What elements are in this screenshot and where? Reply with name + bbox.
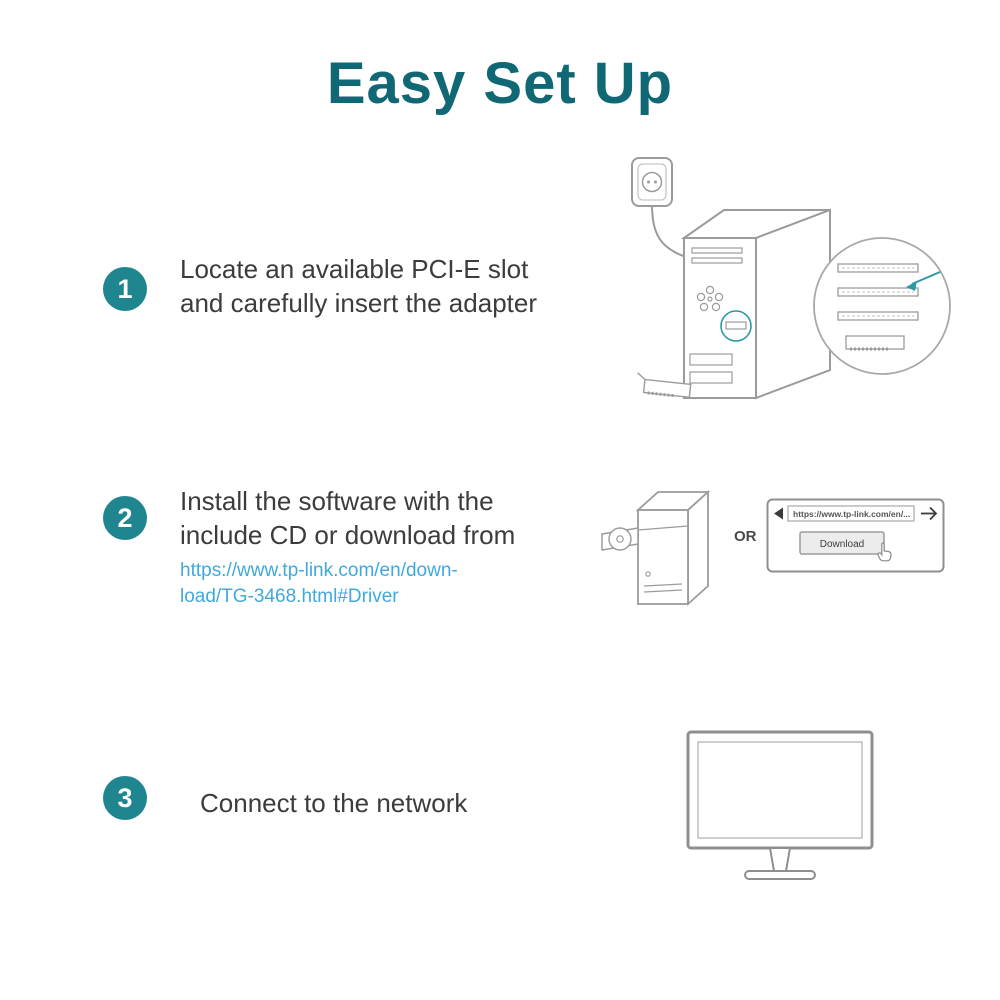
- cd-tray: [601, 527, 639, 551]
- driver-download-link[interactable]: https://www.tp-link.com/en/down- load/TG…: [180, 558, 458, 610]
- hand-cursor-icon: [877, 542, 892, 562]
- address-bar: [787, 505, 915, 522]
- step-2-badge: 2: [103, 496, 147, 540]
- browser-window-illustration: https://www.tp-link.com/en/... Download: [766, 498, 945, 573]
- card-edge-connector: [845, 335, 905, 351]
- back-arrow-icon: [774, 507, 783, 520]
- monitor-stand: [768, 847, 792, 872]
- pc-cd-illustration: [601, 489, 711, 607]
- step-1-text: Locate an available PCI-E slot and caref…: [180, 252, 537, 320]
- adapter-card: [637, 372, 692, 399]
- monitor-base: [744, 870, 816, 880]
- step-1-badge: 1: [103, 267, 147, 311]
- download-button-label: Download: [820, 539, 864, 550]
- pcie-slot-magnifier: [813, 237, 951, 375]
- driver-download-link-line-1[interactable]: https://www.tp-link.com/en/down-: [180, 560, 458, 581]
- step-2-text: Install the software with the include CD…: [180, 484, 515, 552]
- step-3-line-1: Connect to the network: [200, 788, 468, 818]
- pcie-slots: [837, 263, 919, 321]
- insert-arrow-icon: [906, 271, 941, 291]
- step-3-text: Connect to the network: [200, 786, 467, 820]
- driver-download-link-line-2[interactable]: load/TG-3468.html#Driver: [180, 586, 399, 607]
- step1-illustration: [631, 157, 951, 400]
- step-1-line-2: and carefully insert the adapter: [180, 288, 537, 318]
- tower-slot: [725, 321, 747, 330]
- step-2-line-2: include CD or download from: [180, 520, 516, 550]
- computer-tower: [680, 208, 831, 400]
- address-bar-url: https://www.tp-link.com/en/...: [793, 509, 910, 519]
- power-plug-icon: [631, 157, 673, 207]
- step-2-line-1: Install the software with the: [180, 486, 494, 516]
- slot-highlight-circle: [720, 310, 752, 342]
- monitor-screen: [697, 741, 863, 839]
- fan-holes: [696, 285, 724, 312]
- page-title: Easy Set Up: [326, 51, 674, 116]
- step-1-line-1: Locate an available PCI-E slot: [180, 254, 529, 284]
- monitor-illustration: [686, 730, 874, 880]
- forward-arrow-icon: [921, 506, 938, 521]
- or-label: OR: [734, 528, 757, 545]
- step-3-badge: 3: [103, 776, 147, 820]
